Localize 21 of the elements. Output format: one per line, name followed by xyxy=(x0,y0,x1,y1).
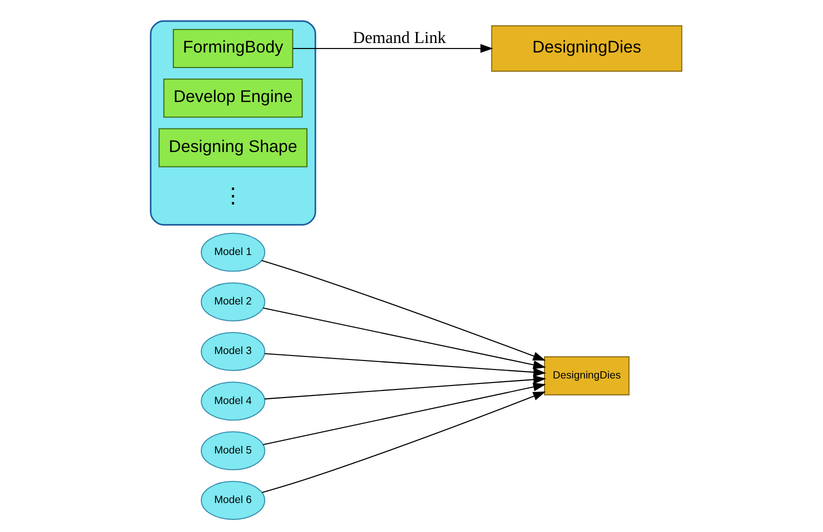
arrow xyxy=(261,392,546,494)
cluster xyxy=(149,20,316,226)
node-ellipse: Model 5 xyxy=(200,431,265,470)
arrow xyxy=(262,382,546,446)
node-box: Designing Shape xyxy=(158,128,307,168)
node-ellipse: Model 2 xyxy=(200,282,265,322)
node-ellipse: Model 6 xyxy=(200,480,265,520)
label: ⋮ xyxy=(222,184,244,208)
node-box: DesigningDies xyxy=(543,356,630,396)
node-ellipse: Model 1 xyxy=(200,232,265,272)
arrow xyxy=(262,308,546,370)
node-ellipse: Model 3 xyxy=(200,332,265,372)
node-box: FormingBody xyxy=(172,28,293,68)
node-ellipse: Model 4 xyxy=(200,382,265,421)
arrow xyxy=(261,260,546,361)
node-box: Develop Engine xyxy=(162,78,302,118)
arrow xyxy=(264,375,546,400)
arrow xyxy=(264,353,546,377)
node-box: DesigningDies xyxy=(490,25,682,72)
arrow xyxy=(292,44,493,53)
edge-label: Demand Link xyxy=(352,28,446,47)
